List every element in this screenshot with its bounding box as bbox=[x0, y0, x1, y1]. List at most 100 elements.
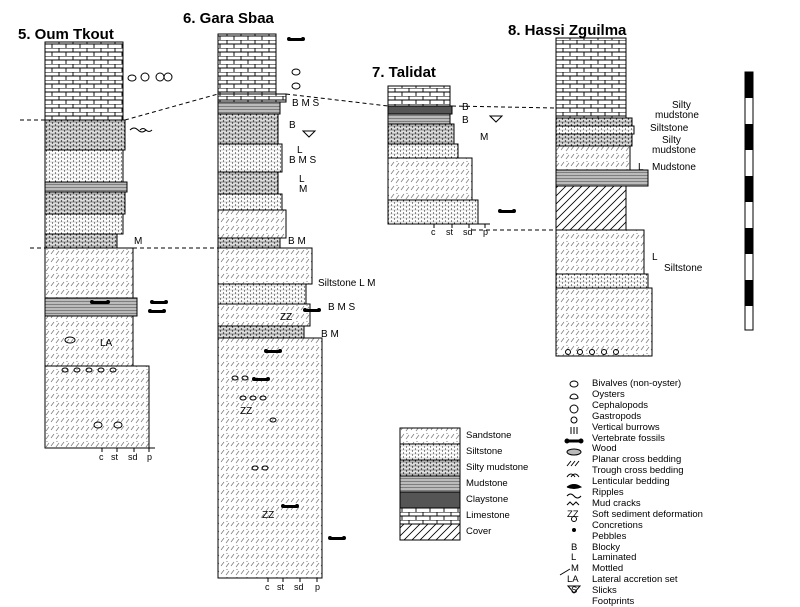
gastropod-icon bbox=[570, 416, 578, 424]
oyster-icon bbox=[569, 393, 579, 400]
legend-symbol-label: Blocky bbox=[592, 541, 620, 553]
section-title-oum-tkout: 5. Oum Tkout bbox=[18, 26, 114, 43]
legend-siltstone: Siltstone bbox=[466, 446, 503, 457]
section-title-hassi-zguilma: 8. Hassi Zguilma bbox=[508, 22, 627, 39]
column-gara-sbaa bbox=[217, 33, 323, 582]
legend-symbol-label: Pebbles bbox=[592, 530, 627, 542]
lenticular-icon bbox=[566, 484, 583, 489]
fossil-icons-oum bbox=[127, 72, 173, 133]
fossil-icons-gara bbox=[231, 68, 317, 471]
column-hassi-zguilma bbox=[555, 37, 653, 357]
scale-bar bbox=[744, 71, 754, 331]
concretion-row-oum bbox=[61, 336, 123, 429]
legend-symbol-label: Laminated bbox=[592, 552, 637, 564]
facies-label: Silty bbox=[672, 100, 691, 111]
facies-label: Mudstone bbox=[652, 162, 696, 173]
facies-label: B bbox=[289, 120, 296, 131]
section-title-gara-sbaa: 6. Gara Sbaa bbox=[183, 10, 274, 27]
facies-label: Siltstone L M bbox=[318, 278, 376, 289]
facies-label: LA bbox=[100, 338, 113, 349]
legend-symbol-label: Ripples bbox=[592, 487, 624, 498]
vertebrate-icons-gara bbox=[252, 37, 346, 540]
planar-cross-icon bbox=[566, 460, 580, 467]
legend-code: L bbox=[571, 552, 577, 564]
facies-label: L bbox=[299, 174, 305, 185]
legend-symbol-label: Vertebrate fossils bbox=[592, 432, 665, 444]
vertebrate-icons-oum bbox=[90, 300, 168, 313]
mudcrack-icon bbox=[566, 501, 580, 506]
legend-symbol-label: Soft sediment deformation bbox=[592, 508, 703, 520]
svg-text:ZZ: ZZ bbox=[262, 510, 274, 521]
facies-label: M bbox=[299, 184, 308, 195]
soft-deformation-gara: ZZ ZZ ZZ bbox=[240, 312, 292, 521]
legend-symbol-label: Concretions bbox=[592, 519, 643, 531]
axis-tick-st: st bbox=[446, 227, 454, 237]
symbol-legend-icons bbox=[559, 380, 584, 594]
legend-symbol-label: Vertical burrows bbox=[592, 421, 660, 433]
legend-code: LA bbox=[567, 574, 579, 586]
bivalve-icon bbox=[569, 380, 579, 388]
facies-label: L bbox=[652, 252, 658, 263]
legend-symbol-label: Slicks bbox=[592, 585, 617, 597]
axis-tick-sd: sd bbox=[294, 582, 304, 592]
legend-sandstone: Sandstone bbox=[466, 430, 512, 441]
footprint-icon bbox=[566, 585, 582, 594]
axis-tick-p: p bbox=[315, 582, 321, 592]
facies-label: L bbox=[297, 145, 303, 156]
column-talidat bbox=[387, 85, 516, 228]
legend-symbol-label: Planar cross bedding bbox=[592, 454, 682, 466]
facies-label: B M S bbox=[292, 98, 320, 109]
legend-symbol-label: Lateral accretion set bbox=[592, 574, 678, 586]
legend-code: ZZ bbox=[567, 508, 579, 520]
facies-label: B M bbox=[288, 236, 306, 247]
lithology-legend bbox=[399, 427, 461, 541]
facies-label: mudstone bbox=[655, 110, 699, 121]
axis-tick-c: c bbox=[265, 582, 270, 592]
legend-code: S bbox=[571, 585, 578, 597]
facies-label: M bbox=[134, 236, 143, 247]
wood-icon bbox=[566, 448, 582, 456]
axis-tick-sd: sd bbox=[463, 227, 473, 237]
legend-symbol-label: Lenticular bedding bbox=[592, 476, 670, 488]
svg-text:ZZ: ZZ bbox=[280, 312, 292, 323]
facies-label: Silty bbox=[662, 135, 681, 146]
axis-tick-p: p bbox=[147, 452, 153, 462]
burrow-icon bbox=[570, 427, 578, 434]
pebble-icon bbox=[572, 528, 576, 532]
legend-symbol-label: Oysters bbox=[592, 388, 625, 400]
legend-symbol-label: Trough cross bedding bbox=[592, 465, 684, 477]
facies-label: L bbox=[638, 162, 644, 173]
legend-symbol-label: Bivalves (non-oyster) bbox=[592, 378, 682, 389]
facies-label: B bbox=[462, 102, 469, 113]
axis-tick-c: c bbox=[431, 227, 436, 237]
facies-label: B M S bbox=[289, 155, 317, 166]
axis-tick-st: st bbox=[111, 452, 119, 462]
correlation-lines bbox=[20, 93, 557, 249]
axis-tick-p: p bbox=[483, 227, 489, 237]
legend-symbol-label: Wood bbox=[592, 443, 617, 455]
axis-tick-st: st bbox=[277, 582, 285, 592]
column-oum-tkout bbox=[44, 41, 155, 452]
facies-label: B bbox=[462, 115, 469, 126]
svg-text:ZZ: ZZ bbox=[240, 406, 252, 417]
legend-symbol-label: Mud cracks bbox=[592, 497, 641, 509]
facies-label: B M S bbox=[328, 302, 356, 313]
legend-cover: Cover bbox=[466, 526, 492, 537]
facies-label: M bbox=[480, 132, 489, 143]
axis-tick-sd: sd bbox=[128, 452, 138, 462]
accretion-icon bbox=[559, 568, 571, 576]
legend-mudstone: Mudstone bbox=[466, 478, 508, 489]
cephalopod-icon bbox=[569, 404, 579, 414]
facies-label: mudstone bbox=[652, 145, 696, 156]
legend-code: M bbox=[571, 563, 579, 575]
concretion-icon bbox=[571, 516, 577, 522]
legend-symbol-label: Cephalopods bbox=[592, 399, 648, 411]
section-title-talidat: 7. Talidat bbox=[372, 64, 436, 81]
facies-label: B M bbox=[321, 329, 339, 340]
legend-symbol-label: Mottled bbox=[592, 563, 624, 575]
legend-silty-mudstone: Silty mudstone bbox=[466, 462, 529, 473]
bone-icon bbox=[564, 438, 584, 444]
legend-code: B bbox=[571, 541, 578, 553]
legend-claystone: Claystone bbox=[466, 494, 509, 505]
